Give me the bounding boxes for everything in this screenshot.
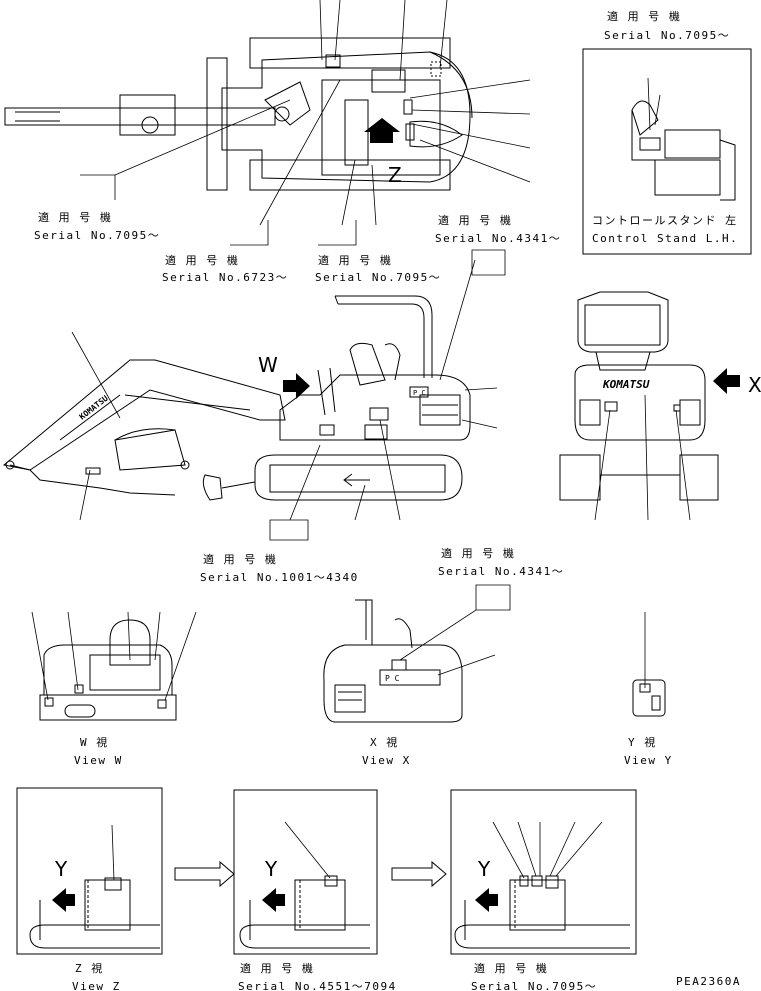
- side-view: P C KOMATSU W: [2, 249, 506, 541]
- view-z3-y-marker: Y: [477, 857, 491, 881]
- side-a-jp-label: 適 用 号 機: [203, 552, 277, 566]
- pc-plate: P C: [413, 389, 426, 397]
- boom-brand-decal: KOMATSU: [78, 394, 110, 422]
- view-w: W 視 View W: [31, 611, 197, 767]
- view-z-panel-3: Y: [450, 789, 637, 955]
- view-y-jp-label: Y 視: [628, 735, 657, 749]
- view-y-en-label: View Y: [624, 754, 673, 767]
- view-x-marker: X: [748, 373, 761, 397]
- view-x: P C X 視 View X: [323, 584, 511, 767]
- top-right-serial-label: Serial No.7095～: [604, 29, 730, 42]
- view-z-panel-2: Y: [233, 789, 378, 955]
- view-x-pc-plate: P C: [385, 674, 400, 683]
- view-w-marker: W: [258, 353, 278, 377]
- drawing-number: PEA2360A: [676, 975, 741, 988]
- view-x-en-label: View X: [362, 754, 411, 767]
- control-stand-panel: 適 用 号 機 Serial No.7095～ コントロールスタンド 左 Con…: [582, 9, 752, 255]
- rear-brand-decal: KOMATSU: [602, 378, 650, 391]
- view-x-jp-label: X 視: [370, 735, 399, 749]
- view-w-en-label: View W: [74, 754, 123, 767]
- view-z-panel-1: Y: [16, 787, 163, 955]
- view-z-jp-label: Z 視: [75, 961, 104, 975]
- z3-serial-label: Serial No.7095～: [471, 980, 597, 991]
- left-jp-label: 適 用 号 機: [38, 210, 112, 224]
- view-z2-y-marker: Y: [264, 857, 278, 881]
- top-right-jp-label: 適 用 号 機: [607, 9, 681, 23]
- z2-jp-label: 適 用 号 機: [240, 961, 314, 975]
- stand-en-label: Control Stand L.H.: [592, 232, 738, 245]
- mid-b-jp-label: 適 用 号 機: [318, 253, 392, 267]
- view-y: Y 視 View Y: [624, 612, 673, 767]
- side-a-serial-label: Serial No.1001～4340: [200, 571, 359, 584]
- z3-jp-label: 適 用 号 機: [474, 961, 548, 975]
- right-a-serial-label: Serial No.4341～: [435, 232, 561, 245]
- view-z-en-label: View Z: [72, 980, 121, 991]
- mid-a-jp-label: 適 用 号 機: [165, 253, 239, 267]
- plan-view: Z: [4, 0, 531, 246]
- right-a-jp-label: 適 用 号 機: [438, 213, 512, 227]
- side-b-jp-label: 適 用 号 機: [441, 546, 515, 560]
- view-z1-y-marker: Y: [54, 857, 68, 881]
- mid-a-serial-label: Serial No.6723～: [162, 271, 288, 284]
- view-w-jp-label: W 視: [80, 735, 109, 749]
- side-b-serial-label: Serial No.4341～: [438, 565, 564, 578]
- view-z-marker: Z: [388, 163, 402, 187]
- mid-b-serial-label: Serial No.7095～: [315, 271, 441, 284]
- left-serial-label: Serial No.7095～: [34, 229, 160, 242]
- stand-jp-label: コントロールスタンド 左: [592, 214, 738, 227]
- rear-view: KOMATSU X: [559, 291, 761, 521]
- z2-serial-label: Serial No.4551～7094: [238, 980, 397, 991]
